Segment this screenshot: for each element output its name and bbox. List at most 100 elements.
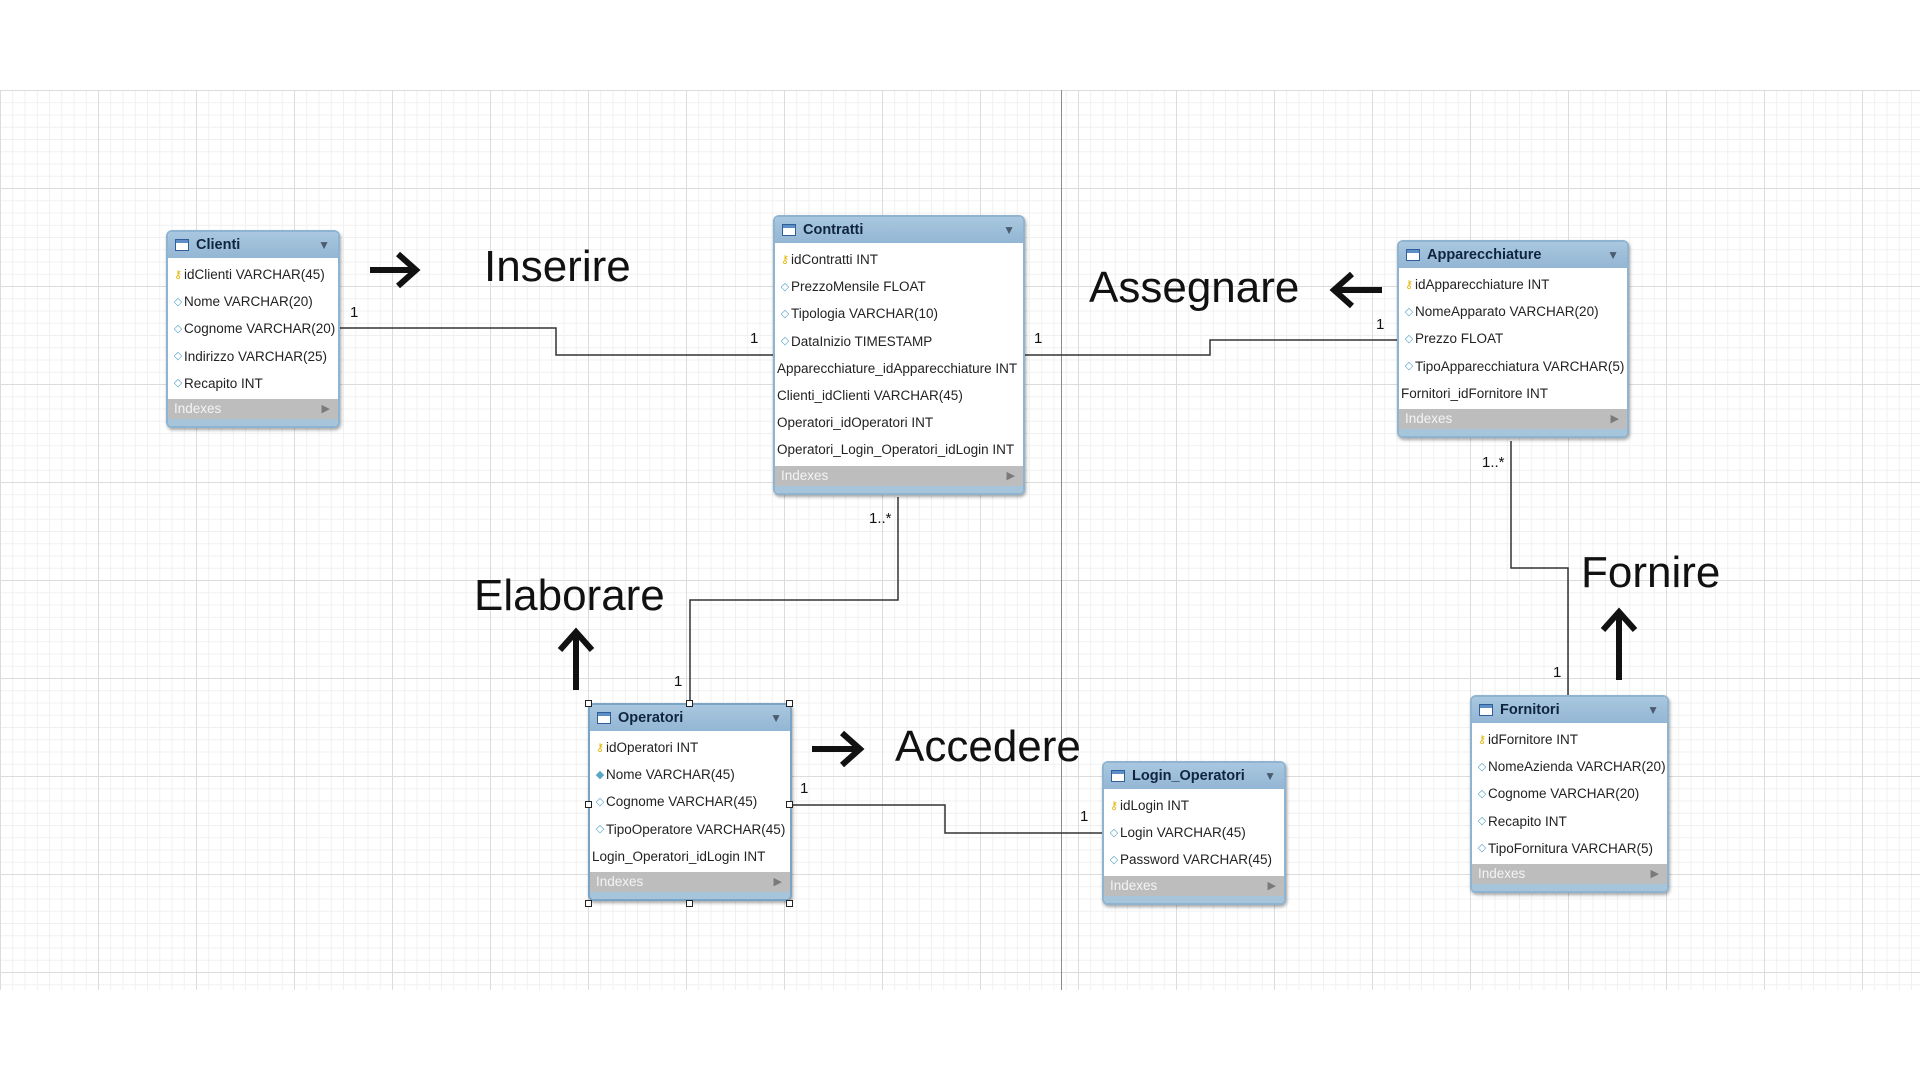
diamond-icon: ◇ bbox=[1477, 815, 1487, 828]
column-row[interactable]: ⚷idClienti VARCHAR(45) bbox=[173, 267, 325, 282]
key-icon: ⚷ bbox=[595, 741, 605, 754]
card-login: 1 bbox=[1080, 808, 1089, 825]
dropdown-icon[interactable]: ▼ bbox=[318, 238, 330, 252]
column-row[interactable]: ⚷idOperatori INT bbox=[595, 740, 699, 755]
column-row[interactable]: ◇Password VARCHAR(45) bbox=[1109, 852, 1273, 868]
arrow-up-fornire bbox=[1600, 607, 1638, 680]
table-icon bbox=[175, 239, 189, 251]
expand-icon[interactable]: ▶ bbox=[1610, 413, 1619, 426]
column-row[interactable]: ◇TipoFornitura VARCHAR(5) bbox=[1477, 840, 1654, 856]
diamond-icon: ◇ bbox=[1477, 760, 1487, 773]
resize-handle[interactable] bbox=[786, 700, 793, 707]
indexes-bar[interactable]: Indexes▶ bbox=[1399, 408, 1627, 436]
table-header[interactable]: Operatori ▼ bbox=[590, 705, 790, 731]
column-row[interactable]: ◇DataInizio TIMESTAMP bbox=[780, 333, 933, 349]
table-header[interactable]: Apparecchiature ▼ bbox=[1399, 242, 1627, 268]
table-operatori[interactable]: Operatori ▼ ⚷idOperatori INT ◆Nome VARCH… bbox=[588, 703, 792, 901]
column-row[interactable]: ◇Recapito INT bbox=[173, 375, 263, 391]
column-row[interactable]: ◇Cognome VARCHAR(45) bbox=[595, 794, 758, 810]
column-row[interactable]: ◇Indirizzo VARCHAR(25) bbox=[173, 348, 328, 364]
column-row[interactable]: Fornitori_idFornitore INT bbox=[1401, 385, 1549, 401]
dropdown-icon[interactable]: ▼ bbox=[1647, 703, 1659, 717]
arrow-right-accedere bbox=[812, 730, 865, 768]
table-login-operatori[interactable]: Login_Operatori ▼ ⚷idLogin INT ◇Login VA… bbox=[1102, 761, 1286, 905]
indexes-bar[interactable]: Indexes▶ bbox=[1472, 863, 1667, 891]
column-row[interactable]: ◇PrezzoMensile FLOAT bbox=[780, 279, 926, 295]
dropdown-icon[interactable]: ▼ bbox=[1003, 223, 1015, 237]
column-row[interactable]: Clienti_idClienti VARCHAR(45) bbox=[777, 387, 963, 403]
column-row[interactable]: ⚷idLogin INT bbox=[1109, 798, 1190, 813]
column-row[interactable]: ◇Recapito INT bbox=[1477, 813, 1567, 829]
card-apparecchiature-fornire: 1..* bbox=[1482, 454, 1505, 471]
dropdown-icon[interactable]: ▼ bbox=[1607, 248, 1619, 262]
table-header[interactable]: Login_Operatori ▼ bbox=[1104, 763, 1284, 789]
card-contratti-inserire: 1 bbox=[750, 330, 759, 347]
column-row[interactable]: ◇Cognome VARCHAR(20) bbox=[1477, 786, 1640, 802]
table-icon bbox=[782, 224, 796, 236]
table-clienti[interactable]: Clienti ▼ ⚷idClienti VARCHAR(45) ◇Nome V… bbox=[166, 230, 340, 428]
table-header[interactable]: Clienti ▼ bbox=[168, 232, 338, 258]
card-clienti: 1 bbox=[350, 304, 359, 321]
resize-handle[interactable] bbox=[585, 801, 592, 808]
resize-handle[interactable] bbox=[585, 900, 592, 907]
column-row[interactable]: Operatori_Login_Operatori_idLogin INT bbox=[777, 442, 1015, 458]
resize-handle[interactable] bbox=[786, 900, 793, 907]
resize-handle[interactable] bbox=[686, 900, 693, 907]
column-row[interactable]: ⚷idApparecchiature INT bbox=[1404, 277, 1550, 292]
diamond-icon: ◇ bbox=[1477, 842, 1487, 855]
column-row[interactable]: ◆Nome VARCHAR(45) bbox=[595, 767, 735, 783]
card-contratti-assegnare: 1 bbox=[1034, 330, 1043, 347]
table-fornitori[interactable]: Fornitori ▼ ⚷idFornitore INT ◇NomeAziend… bbox=[1470, 695, 1669, 893]
column-row[interactable]: ◇Login VARCHAR(45) bbox=[1109, 825, 1246, 841]
table-header[interactable]: Fornitori ▼ bbox=[1472, 697, 1667, 723]
rel-label-elaborare: Elaborare bbox=[474, 571, 665, 620]
expand-icon[interactable]: ▶ bbox=[1267, 880, 1276, 893]
diamond-icon: ◇ bbox=[595, 823, 605, 836]
table-icon bbox=[1406, 249, 1420, 261]
dropdown-icon[interactable]: ▼ bbox=[1264, 769, 1276, 783]
column-row[interactable]: ◇Prezzo FLOAT bbox=[1404, 331, 1504, 347]
table-title: Contratti bbox=[803, 222, 864, 238]
arrow-up-elaborare bbox=[557, 627, 595, 690]
indexes-bar[interactable]: Indexes▶ bbox=[168, 398, 338, 426]
diamond-icon: ◇ bbox=[173, 322, 183, 335]
expand-icon[interactable]: ▶ bbox=[773, 876, 782, 889]
card-operatori-elaborare: 1 bbox=[674, 673, 683, 690]
column-row[interactable]: ◇Tipologia VARCHAR(10) bbox=[780, 306, 939, 322]
column-row[interactable]: Login_Operatori_idLogin INT bbox=[592, 848, 766, 864]
expand-icon[interactable]: ▶ bbox=[1650, 868, 1659, 881]
column-row[interactable]: ⚷idContratti INT bbox=[780, 252, 879, 267]
column-row[interactable]: Apparecchiature_idApparecchiature INT bbox=[777, 360, 1018, 376]
diamond-icon: ◇ bbox=[780, 280, 790, 293]
expand-icon[interactable]: ▶ bbox=[1006, 470, 1015, 482]
table-apparecchiature[interactable]: Apparecchiature ▼ ⚷idApparecchiature INT… bbox=[1397, 240, 1629, 438]
column-row[interactable]: ◇NomeApparato VARCHAR(20) bbox=[1404, 304, 1599, 320]
column-row[interactable]: ◇Nome VARCHAR(20) bbox=[173, 294, 313, 310]
column-row[interactable]: ◇TipoApparecchiatura VARCHAR(5) bbox=[1404, 358, 1625, 374]
column-row[interactable]: ◇TipoOperatore VARCHAR(45) bbox=[595, 821, 786, 837]
table-contratti[interactable]: Contratti ▼ ⚷idContratti INT ◇PrezzoMens… bbox=[773, 215, 1025, 495]
arrow-left-assegnare bbox=[1329, 271, 1382, 309]
diamond-icon: ◇ bbox=[1404, 305, 1414, 318]
resize-handle[interactable] bbox=[686, 700, 693, 707]
diamond-icon: ◇ bbox=[173, 377, 183, 390]
indexes-bar[interactable]: Indexes▶ bbox=[1104, 875, 1284, 903]
rel-label-inserire: Inserire bbox=[484, 242, 631, 291]
resize-handle[interactable] bbox=[786, 801, 793, 808]
resize-handle[interactable] bbox=[585, 700, 592, 707]
column-row[interactable]: ◇NomeAzienda VARCHAR(20) bbox=[1477, 759, 1666, 775]
diamond-icon: ◇ bbox=[595, 795, 605, 808]
indexes-bar[interactable]: Indexes▶ bbox=[775, 465, 1023, 493]
table-header[interactable]: Contratti ▼ bbox=[775, 217, 1023, 243]
diamond-icon: ◇ bbox=[1109, 853, 1119, 866]
column-row[interactable]: ⚷idFornitore INT bbox=[1477, 732, 1579, 747]
table-icon bbox=[1479, 704, 1493, 716]
diamond-icon: ◇ bbox=[780, 307, 790, 320]
expand-icon[interactable]: ▶ bbox=[321, 403, 330, 416]
column-row[interactable]: Operatori_idOperatori INT bbox=[777, 415, 934, 431]
card-fornitori: 1 bbox=[1553, 664, 1562, 681]
dropdown-icon[interactable]: ▼ bbox=[770, 711, 782, 725]
column-row[interactable]: ◇Cognome VARCHAR(20) bbox=[173, 321, 336, 337]
connector-clienti-contratti bbox=[340, 327, 773, 356]
indexes-bar[interactable]: Indexes▶ bbox=[590, 871, 790, 899]
